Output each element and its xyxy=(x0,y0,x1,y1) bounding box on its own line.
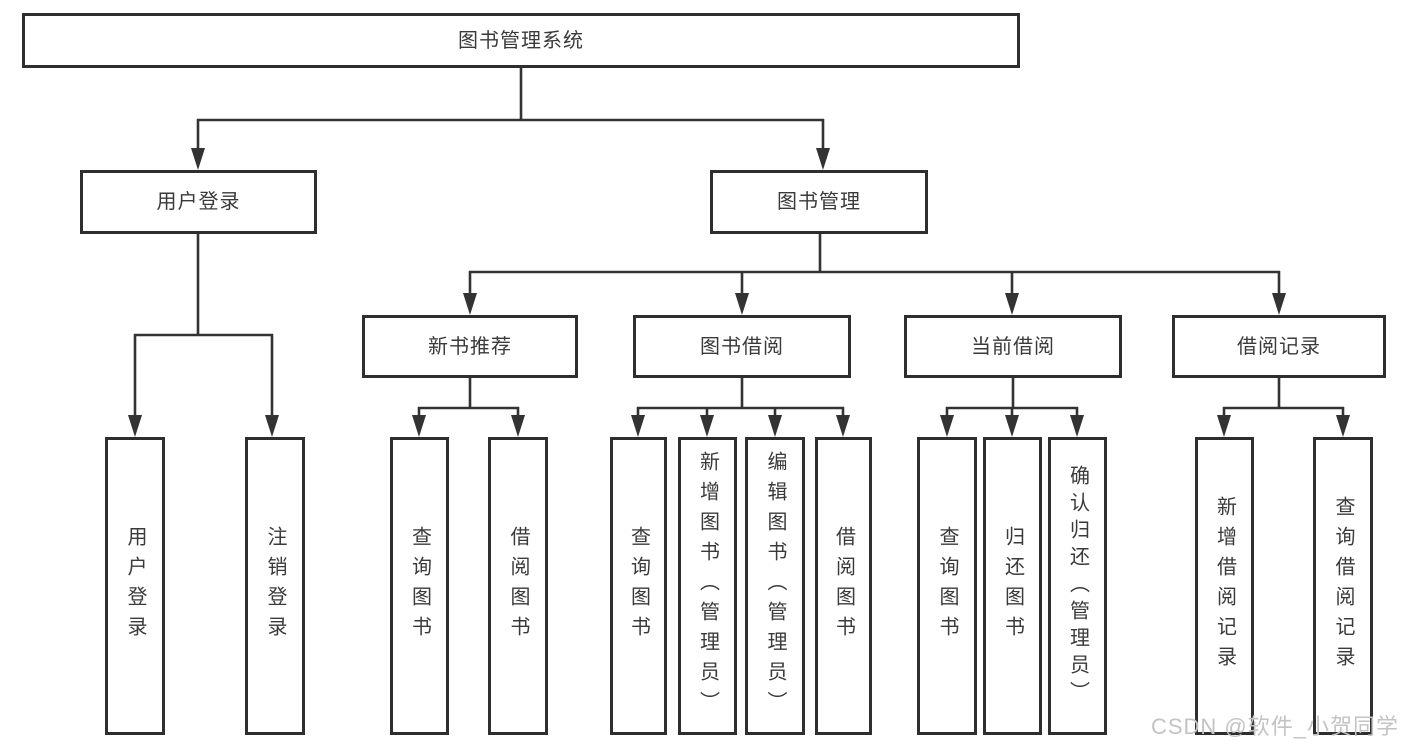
node-label: 编辑图书（管理员） xyxy=(764,451,786,721)
node-label: 借阅记录 xyxy=(1237,335,1321,358)
node-label: 注销登录 xyxy=(264,526,286,646)
node-label: 当前借阅 xyxy=(971,335,1055,358)
leaf-borrow-books: 借阅图书 xyxy=(815,437,872,735)
node-label: 查询图书 xyxy=(936,526,958,646)
node-new-book-recommend: 新书推荐 xyxy=(362,315,578,378)
node-label: 用户登录 xyxy=(124,526,146,646)
leaf-query-books-borrow: 查询图书 xyxy=(610,437,667,735)
node-label: 借阅图书 xyxy=(507,526,529,646)
leaf-add-borrow-record: 新增借阅记录 xyxy=(1195,437,1254,735)
node-label: 图书管理 xyxy=(777,191,861,213)
node-book-management: 图书管理 xyxy=(710,170,928,234)
node-label: 借阅图书 xyxy=(832,526,855,646)
node-label: 查询图书 xyxy=(408,526,431,646)
leaf-query-borrow-record: 查询借阅记录 xyxy=(1313,437,1373,735)
leaf-return-books: 归还图书 xyxy=(983,437,1042,735)
leaf-borrow-books-recommend: 借阅图书 xyxy=(488,437,548,735)
node-label: 归还图书 xyxy=(1001,526,1024,646)
leaf-edit-book-admin: 编辑图书（管理员） xyxy=(745,437,805,735)
node-label: 查询图书 xyxy=(627,526,650,646)
node-label: 查询借阅记录 xyxy=(1332,496,1354,676)
node-user-login: 用户登录 xyxy=(80,170,317,234)
node-label: 新书推荐 xyxy=(428,335,512,358)
node-label: 新增借阅记录 xyxy=(1213,496,1236,676)
node-label: 用户登录 xyxy=(156,191,241,213)
node-library-system: 图书管理系统 xyxy=(22,13,1020,68)
leaf-confirm-return-admin: 确认归还（管理员） xyxy=(1048,437,1107,735)
node-label: 确认归还（管理员） xyxy=(1066,464,1089,708)
leaf-logout: 注销登录 xyxy=(245,437,305,735)
node-current-borrow: 当前借阅 xyxy=(904,315,1122,378)
leaf-user-login: 用户登录 xyxy=(105,437,165,735)
node-label: 图书借阅 xyxy=(700,335,784,358)
leaf-query-books-current: 查询图书 xyxy=(917,437,977,735)
node-label: 图书管理系统 xyxy=(458,29,584,52)
node-book-borrow: 图书借阅 xyxy=(633,315,851,378)
node-label: 新增图书（管理员） xyxy=(696,451,719,721)
leaf-query-books-recommend: 查询图书 xyxy=(390,437,449,735)
node-borrow-records: 借阅记录 xyxy=(1172,315,1386,378)
leaf-add-book-admin: 新增图书（管理员） xyxy=(678,437,737,735)
